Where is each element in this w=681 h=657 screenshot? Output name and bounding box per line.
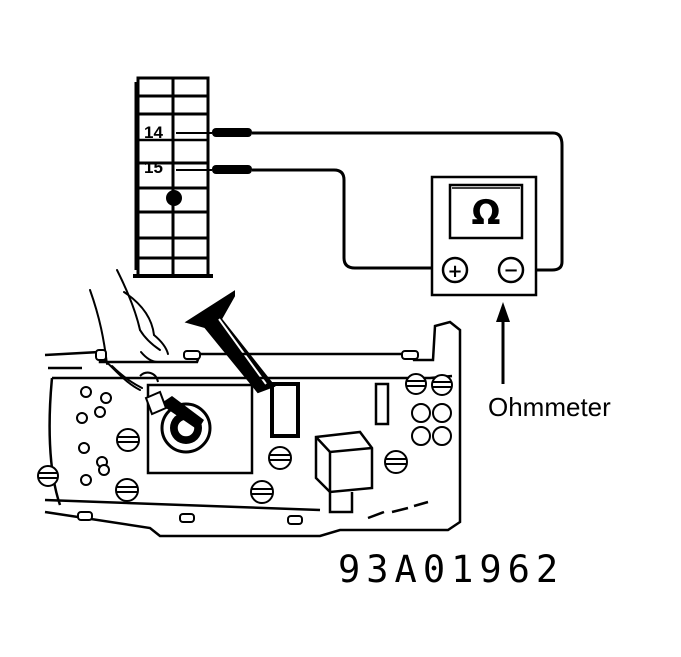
removal-arrow (184, 290, 276, 394)
panel-cutout (270, 382, 300, 438)
screw (37, 465, 59, 487)
panel-clips (77, 349, 419, 525)
ohmmeter-label: Ohmmeter (488, 392, 611, 422)
screw (268, 446, 292, 470)
ohmmeter: Ω + − (430, 175, 538, 297)
screw (384, 450, 408, 474)
instrument-panel (44, 320, 462, 538)
pin-14-label: 14 (144, 123, 163, 142)
screw (405, 373, 427, 395)
figure-id: 93A01962 (338, 548, 564, 591)
test-lead-14 (176, 128, 564, 272)
negative-terminal (497, 256, 525, 284)
screw (431, 374, 453, 396)
negative-sign: − (503, 260, 518, 281)
screw (115, 478, 139, 502)
ohmmeter-callout-arrow (496, 302, 510, 384)
screw (116, 428, 140, 452)
panel-connector (314, 430, 374, 494)
mounting-holes (76, 386, 452, 486)
positive-terminal (441, 256, 469, 284)
meter-display (448, 183, 524, 240)
hand-illustration (89, 269, 169, 391)
connector (133, 76, 213, 278)
pin-15-label: 15 (144, 158, 163, 177)
screw (250, 480, 274, 504)
panel-screws (37, 373, 453, 504)
connector-key-dot (166, 190, 182, 206)
bulb-socket-housing (146, 383, 254, 475)
test-lead-15 (176, 165, 440, 270)
bulb-socket (139, 371, 212, 454)
positive-sign: + (447, 261, 462, 282)
ohm-symbol: Ω (472, 193, 501, 233)
